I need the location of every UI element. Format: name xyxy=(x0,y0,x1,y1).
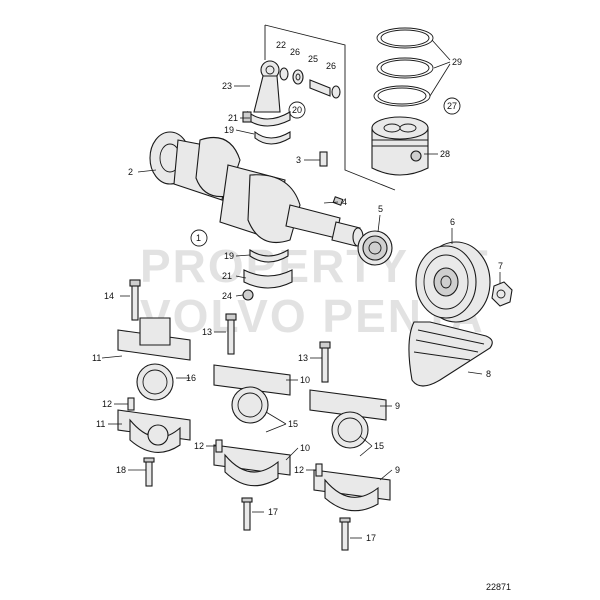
callout-15-right: 15 xyxy=(374,441,384,451)
callout-15-middle: 15 xyxy=(288,419,298,429)
main-bearing-cap-middle xyxy=(213,313,291,531)
rod-nut xyxy=(242,289,254,301)
callout-7: 7 xyxy=(498,261,503,271)
key xyxy=(332,196,344,206)
callout-17-middle: 17 xyxy=(268,507,278,517)
main-bearing-cap-left-upper xyxy=(117,317,191,401)
callout-28: 28 xyxy=(440,149,450,159)
callout-26-left: 26 xyxy=(290,47,300,57)
timing-gear xyxy=(357,230,393,266)
piston-pin-parts xyxy=(279,67,341,99)
main-bearing-cap-left-lower xyxy=(117,409,191,453)
piston xyxy=(371,116,429,176)
callout-12-right: 12 xyxy=(294,465,304,475)
callout-10-upper: 10 xyxy=(300,375,310,385)
callout-9-upper: 9 xyxy=(395,401,400,411)
callout-circle-1 xyxy=(190,229,208,247)
callout-18: 18 xyxy=(116,465,126,475)
bolts-left xyxy=(127,279,155,487)
callout-3: 3 xyxy=(296,155,301,165)
leader-lines xyxy=(101,39,501,539)
callout-23: 23 xyxy=(222,81,232,91)
callout-6: 6 xyxy=(450,217,455,227)
callout-1: 1 xyxy=(196,233,201,243)
callout-29: 29 xyxy=(452,57,462,67)
callout-16: 16 xyxy=(186,373,196,383)
dowel-pin xyxy=(319,151,328,167)
callout-2: 2 xyxy=(128,167,133,177)
callout-12-middle: 12 xyxy=(194,441,204,451)
callout-labels: 1 2 3 4 5 6 7 8 9 9 10 10 11 11 12 12 12… xyxy=(92,40,503,543)
callout-20: 20 xyxy=(292,105,302,115)
callout-11-upper: 11 xyxy=(92,353,101,363)
callout-11-lower: 11 xyxy=(96,419,105,429)
main-bearing-cap-right xyxy=(309,341,391,551)
callout-12-left: 12 xyxy=(102,399,112,409)
vibration-damper xyxy=(415,241,491,323)
callout-5: 5 xyxy=(378,204,383,214)
rod-bearing-shell-upper xyxy=(254,130,291,145)
callout-25: 25 xyxy=(308,54,318,64)
callout-19-upper: 19 xyxy=(224,125,234,135)
callout-13-middle: 13 xyxy=(202,327,212,337)
crank-nut xyxy=(491,281,513,307)
callout-27: 27 xyxy=(447,101,457,111)
callout-8: 8 xyxy=(486,369,491,379)
piston-rings xyxy=(373,27,434,107)
connecting-rod xyxy=(242,60,291,127)
group-bracket xyxy=(264,24,396,191)
crankshaft xyxy=(149,131,364,247)
callout-21-upper: 21 xyxy=(228,113,238,123)
callout-9-lower: 9 xyxy=(395,465,400,475)
callout-21-lower: 21 xyxy=(222,271,232,281)
callout-10-lower: 10 xyxy=(300,443,310,453)
callout-circle-27 xyxy=(443,97,461,115)
callout-circle-20 xyxy=(288,101,306,119)
callout-19-lower: 19 xyxy=(224,251,234,261)
callout-26-right: 26 xyxy=(326,61,336,71)
rod-bearing-shell-lower xyxy=(249,248,289,263)
callout-4: 4 xyxy=(342,197,347,207)
drive-belt xyxy=(408,321,493,387)
drawing-reference-number: 22871 xyxy=(486,582,511,592)
callout-22: 22 xyxy=(276,40,286,50)
callout-17-right: 17 xyxy=(366,533,376,543)
callout-13-right: 13 xyxy=(298,353,308,363)
callout-24: 24 xyxy=(222,291,232,301)
callout-14: 14 xyxy=(104,291,114,301)
rod-cap xyxy=(243,269,293,289)
